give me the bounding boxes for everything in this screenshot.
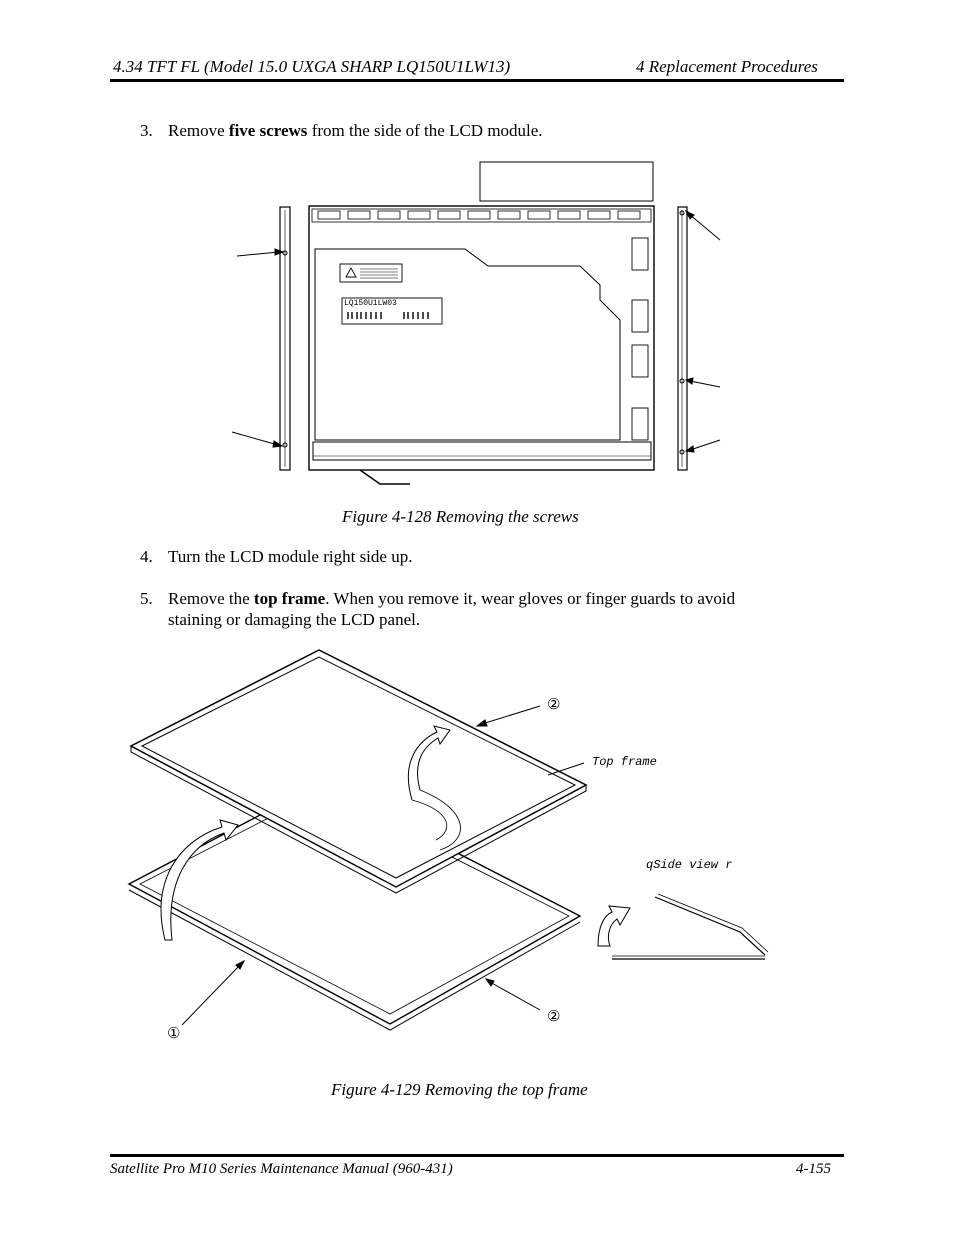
step-bold: top frame xyxy=(253,589,326,608)
warning-label xyxy=(339,263,403,283)
step-text: Remove the xyxy=(168,589,254,608)
screw-right-bottom xyxy=(679,449,685,455)
header-rule xyxy=(110,79,844,82)
step-5: 5. Remove the top frame. When you remove … xyxy=(140,589,735,609)
lcd-module-back xyxy=(308,205,655,471)
left-side-bracket xyxy=(279,206,291,471)
step-5-line-2: staining or damaging the LCD panel. xyxy=(168,610,421,629)
warning-triangle-icon xyxy=(345,267,357,278)
footer-manual-title: Satellite Pro M10 Series Maintenance Man… xyxy=(110,1161,453,1177)
lcd-panel xyxy=(127,782,582,1025)
footer-rule xyxy=(110,1154,844,1157)
page-number: 4-155 xyxy=(796,1161,831,1177)
step-number: 3. xyxy=(140,121,153,140)
step-3: 3. Remove five screws from the side of th… xyxy=(140,121,543,141)
step-text: Turn the LCD module right side up. xyxy=(168,547,413,566)
section-title: 4.34 TFT FL (Model 15.0 UXGA SHARP LQ150… xyxy=(113,57,511,76)
marker-2-top: ② xyxy=(547,695,561,713)
marker-2-bottom: ② xyxy=(547,1007,561,1025)
right-side-bracket xyxy=(677,206,688,471)
label-top-frame: Top frame xyxy=(592,755,657,769)
marker-1: ① xyxy=(167,1024,181,1042)
step-bold: five screws xyxy=(228,121,308,140)
figure-129-caption: Figure 4-129 Removing the top frame xyxy=(331,1080,588,1099)
lift-arrow-left xyxy=(160,819,239,941)
step-number: 5. xyxy=(140,589,153,608)
model-label-text: LQ150U1LW03 xyxy=(344,299,397,308)
screw-left-bottom xyxy=(282,442,288,448)
screw-right-top xyxy=(679,210,685,216)
side-view-arrow xyxy=(597,905,631,947)
callout-box xyxy=(479,161,654,202)
label-side-view: qSide view r xyxy=(646,858,733,872)
step-text: . When you remove it, wear gloves or fin… xyxy=(325,589,736,608)
model-label xyxy=(341,297,443,325)
figure-128-caption: Figure 4-128 Removing the screws xyxy=(342,507,579,526)
screw-right-middle xyxy=(679,378,685,384)
step-text: Remove xyxy=(168,121,229,140)
step-text: from the side of the LCD module. xyxy=(307,121,543,140)
step-number: 4. xyxy=(140,547,153,566)
lift-arrow-right xyxy=(407,725,451,801)
screw-left-top xyxy=(282,250,288,256)
chapter-title: 4 Replacement Procedures xyxy=(636,57,818,76)
step-4: 4. Turn the LCD module right side up. xyxy=(140,547,412,567)
side-view-frame xyxy=(654,896,766,956)
